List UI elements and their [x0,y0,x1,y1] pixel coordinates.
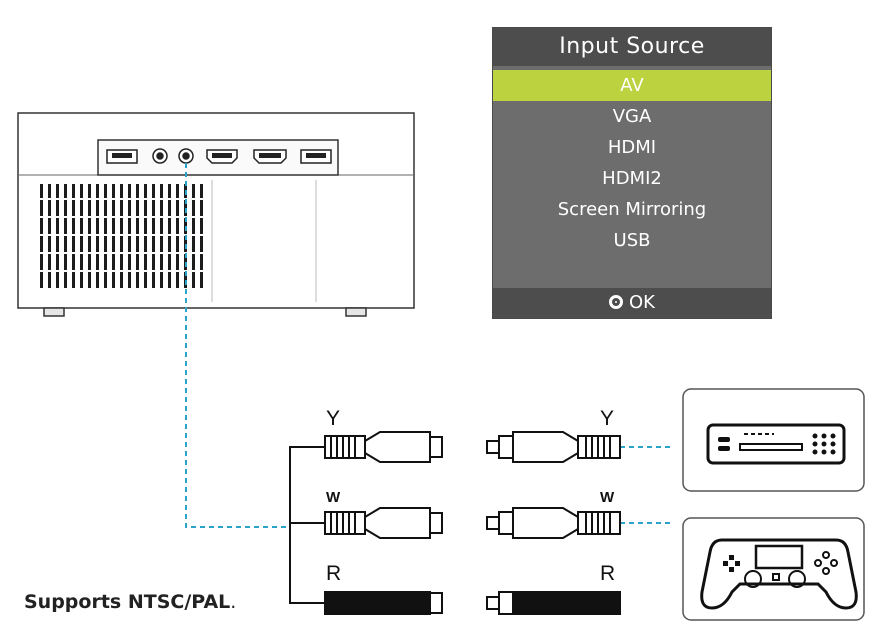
right-label-white: W [600,489,615,506]
right-plug-yellow [486,431,621,463]
right-plug-red [486,591,621,615]
source-item-hdmi2[interactable]: HDMI2 [602,168,662,189]
dvd-player-icon [682,388,865,492]
game-controller-icon [682,517,865,621]
source-item-usb[interactable]: USB [613,230,651,251]
input-source-menu: Input Source AV VGA HDMI HDMI2 Screen Mi… [492,27,772,319]
left-label-red: R [326,562,342,585]
supports-period: . [230,591,237,613]
left-label-white: W [326,489,341,506]
source-item-screen-mirroring[interactable]: Screen Mirroring [557,199,707,220]
left-plug-white [324,507,443,539]
left-label-yellow: Y [326,407,341,430]
right-plug-white [486,507,621,539]
supports-caption: Supports NTSC/PAL. [24,591,236,613]
ok-label: OK [629,292,655,313]
supports-text: Supports NTSC/PAL [24,591,231,613]
right-label-red: R [600,562,616,585]
menu-title: Input Source [493,28,771,66]
cable-wires [289,446,325,604]
projector-vents [38,183,208,295]
projector-ports [106,148,332,164]
source-item-vga[interactable]: VGA [612,106,652,127]
left-plug-red [324,591,443,615]
source-item-hdmi[interactable]: HDMI [607,137,657,158]
source-item-av[interactable]: AV [493,70,771,101]
connection-lines [185,163,670,528]
ok-circle-icon [609,295,623,309]
right-label-yellow: Y [600,407,615,430]
source-list: AV VGA HDMI HDMI2 Screen Mirroring USB [493,70,771,256]
ok-button[interactable]: OK [493,288,771,318]
left-plug-yellow [324,431,443,463]
